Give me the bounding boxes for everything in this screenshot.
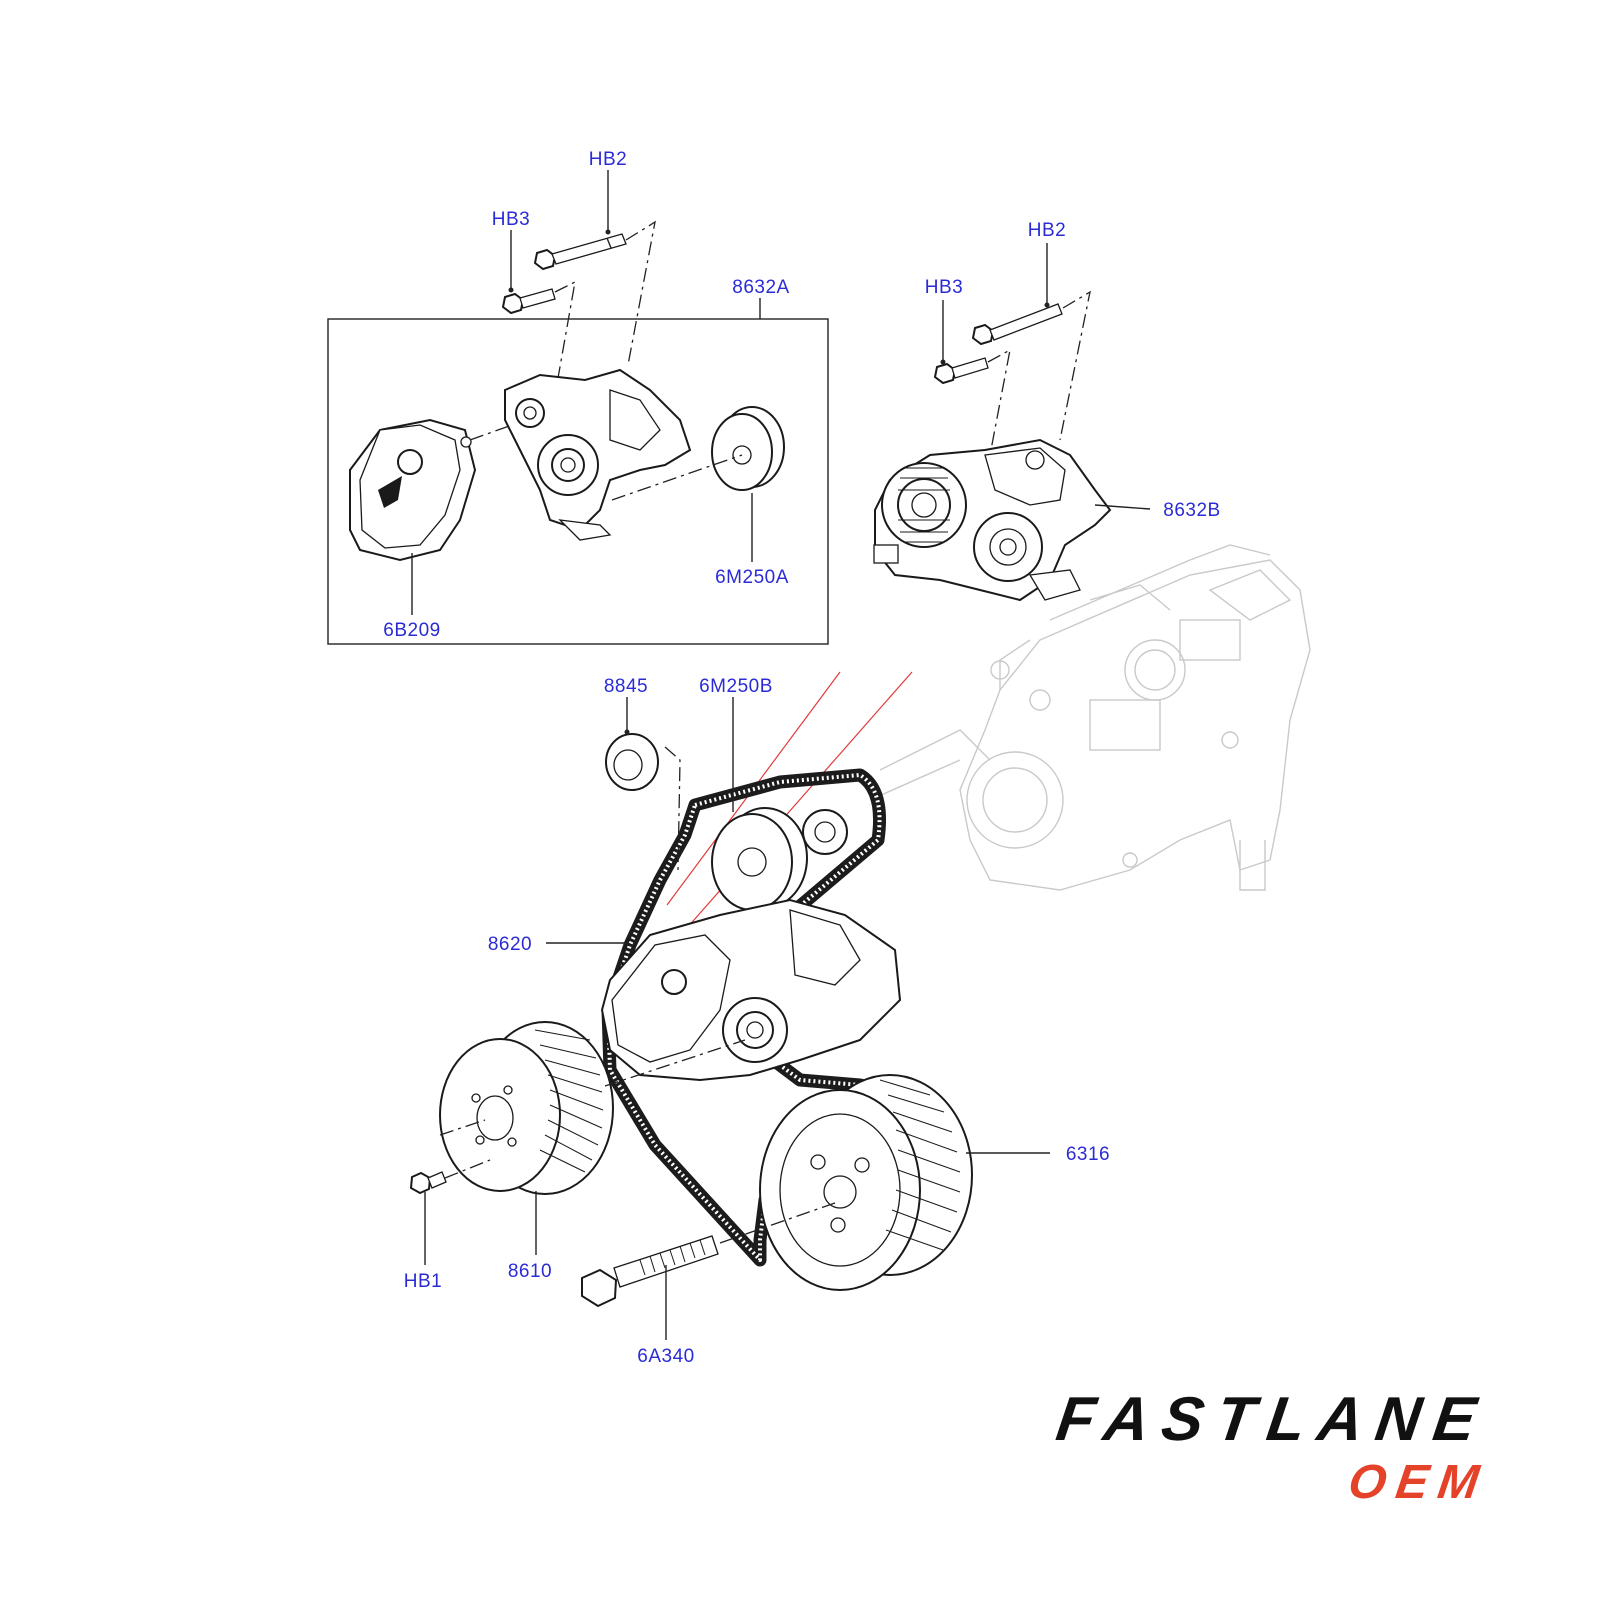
- callout-hb3-b: HB3: [925, 277, 963, 298]
- bolt-hb2-b[interactable]: [971, 303, 1063, 346]
- c8845-dot: [624, 729, 630, 735]
- crankshaft-damper-6316[interactable]: [759, 1074, 973, 1291]
- bolt-hb3-a[interactable]: [501, 288, 556, 315]
- callout-8620: 8620: [488, 934, 532, 955]
- hb1-dashline: [444, 1159, 491, 1179]
- callout-6a340: 6A340: [637, 1346, 694, 1367]
- callout-hb2-a: HB2: [589, 149, 627, 170]
- hb3-a-dot: [508, 287, 514, 293]
- c6a340-dashline: [719, 1202, 836, 1244]
- callout-6m250a: 6M250A: [715, 567, 789, 588]
- callout-8845: 8845: [604, 676, 648, 697]
- callout-8632a: 8632A: [732, 277, 789, 298]
- c6b209-dashline: [469, 424, 513, 441]
- installed-tensioner[interactable]: [600, 898, 902, 1082]
- callout-6b209: 6B209: [383, 620, 440, 641]
- idler-pulley-6m250b[interactable]: [711, 807, 848, 911]
- hb2-b-dashline: [1059, 290, 1091, 441]
- kit-8632a-frame: [327, 318, 829, 645]
- fastlane-oem-logo: FASTLANE OEM: [1052, 1385, 1493, 1511]
- callout-6316: 6316: [1066, 1144, 1110, 1165]
- idler-pulley-6m250a[interactable]: [711, 406, 785, 491]
- hb2-a-dashline: [625, 220, 656, 366]
- c8632b-leader: [1094, 504, 1151, 510]
- hb3-b-dashline: [987, 348, 1011, 456]
- c8845-dashline: [664, 746, 681, 871]
- tensioner-arm-6b209[interactable]: [349, 418, 477, 562]
- callout-hb1: HB1: [404, 1271, 442, 1292]
- hb2-a-dot: [605, 229, 611, 235]
- bolt-hb3-b[interactable]: [933, 357, 989, 385]
- logo-wordmark: FASTLANE: [1051, 1385, 1493, 1454]
- callout-hb3-a: HB3: [492, 209, 530, 230]
- pulley-8610[interactable]: [439, 1021, 614, 1195]
- hb3-b-dot: [940, 359, 946, 365]
- callout-8632b: 8632B: [1163, 500, 1220, 521]
- tensioner-bracket-8632a[interactable]: [504, 368, 692, 541]
- pulley-axis-dashline: [439, 1119, 486, 1136]
- bolt-hb1[interactable]: [409, 1171, 447, 1195]
- c8610-dashline: [604, 1039, 746, 1087]
- bolt-hb2-a[interactable]: [533, 233, 627, 271]
- callout-6m250b: 6M250B: [699, 676, 773, 697]
- dust-cap-8845[interactable]: [605, 733, 659, 791]
- callout-hb2-b: HB2: [1028, 220, 1066, 241]
- logo-oem: OEM: [1345, 1456, 1492, 1509]
- c6m250a-dashline: [611, 454, 743, 501]
- hb2-b-dot: [1044, 302, 1050, 308]
- tensioner-assembly-8632b[interactable]: [873, 438, 1112, 602]
- guide-line-2: [671, 671, 913, 946]
- hb3-a-dashline: [554, 280, 576, 396]
- crank-bolt-6a340[interactable]: [581, 1235, 719, 1308]
- callout-8610: 8610: [508, 1261, 552, 1282]
- engine-block-outline: [869, 544, 1311, 891]
